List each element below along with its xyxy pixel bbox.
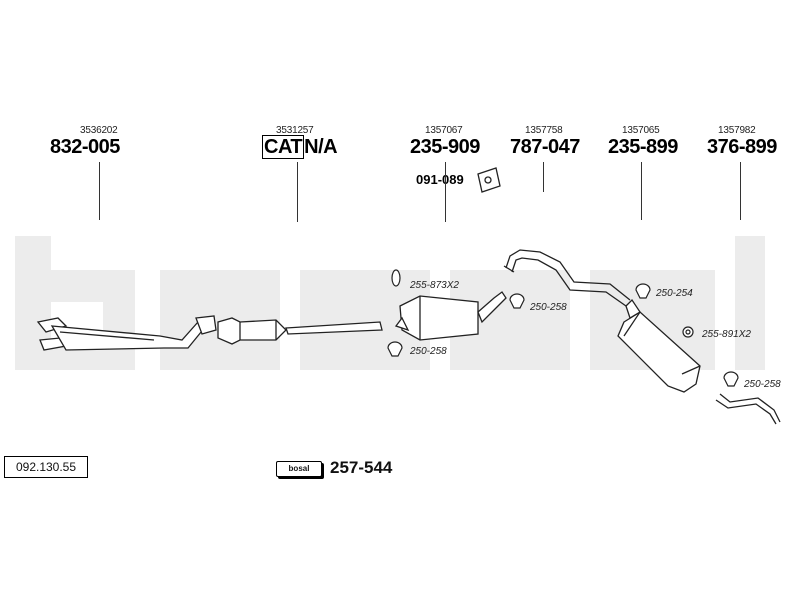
ref-number: 1357065	[622, 125, 660, 136]
leader-line	[99, 162, 100, 220]
tail-pipe-drawing	[715, 393, 781, 425]
bosal-logo: bosal	[276, 461, 322, 477]
leader-line	[740, 162, 741, 220]
leader-line	[543, 162, 544, 192]
mounting-bracket-icon	[477, 167, 501, 193]
part-middle-pipe[interactable]: 787-047	[510, 136, 580, 158]
part-mounting[interactable]: 091-089	[416, 172, 464, 187]
catalyst-drawing	[217, 317, 383, 345]
cat-na: N/A	[304, 136, 338, 158]
clamp-icons	[387, 269, 739, 387]
ref-number: 3536202	[80, 125, 118, 136]
clamp-label: 250-258	[744, 379, 781, 390]
middle-pipe-drawing	[503, 249, 631, 307]
rear-silencer-drawing	[617, 298, 701, 393]
ref-number: 1357982	[718, 125, 756, 136]
clamp-label: 255-891X2	[702, 329, 751, 340]
cat-label: CAT	[262, 135, 305, 159]
clamp-label: 250-254	[656, 288, 693, 299]
leader-line	[641, 162, 642, 220]
catalog-number: 092.130.55	[4, 456, 88, 478]
clamp-label: 250-258	[410, 346, 447, 357]
part-front-pipe[interactable]: 832-005	[50, 136, 120, 158]
front-silencer-drawing	[394, 291, 507, 341]
leader-line	[445, 162, 446, 222]
ref-number: 1357758	[525, 125, 563, 136]
clamp-label: 255-873X2	[410, 280, 459, 291]
part-front-silencer[interactable]: 235-909	[410, 136, 480, 158]
kit-number[interactable]: 257-544	[330, 458, 393, 477]
ref-number: 3531257	[276, 125, 314, 136]
front-pipe-drawing	[36, 315, 217, 351]
leader-line	[297, 162, 298, 222]
ref-number: 1357067	[425, 125, 463, 136]
part-tail-pipe[interactable]: 376-899	[707, 136, 777, 158]
clamp-label: 250-258	[530, 302, 567, 313]
part-rear-silencer[interactable]: 235-899	[608, 136, 678, 158]
